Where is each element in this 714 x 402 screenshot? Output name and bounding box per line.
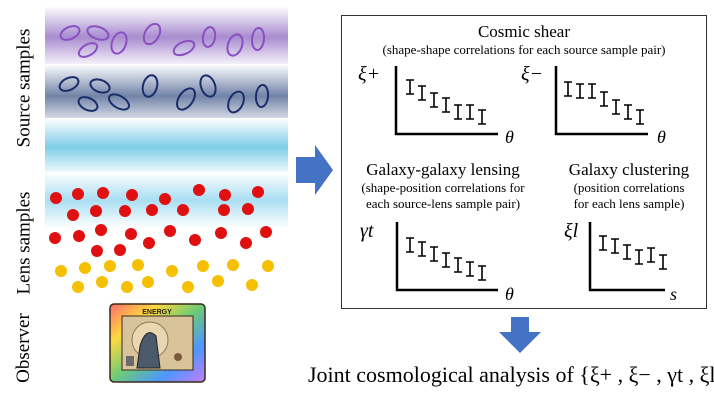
plot1-ylabel: ξ+ (358, 63, 380, 85)
plot2-ylabel: ξ− (521, 63, 543, 85)
plot4-errorbar (647, 247, 655, 263)
lens-galaxies-red (49, 184, 272, 257)
cosmic-shear-subtitle: (shape-shape correlations for each sourc… (382, 42, 666, 57)
clustering-subtitle-1: (position correlations (573, 180, 685, 195)
plot1-errorbar (442, 97, 450, 113)
plot4-errorbar (635, 249, 643, 265)
navy-band (45, 64, 288, 128)
plot4-errorbar (623, 244, 631, 260)
plot4-errorbar (659, 254, 667, 270)
source-galaxies-navy (58, 74, 270, 114)
observables-panel (341, 15, 707, 309)
plot1-errorbar (454, 104, 462, 120)
plot2-errorbar (564, 81, 572, 97)
plot3-ylabel: γt (360, 220, 374, 242)
plot4-xlabel: s (670, 284, 677, 304)
plot3-errorbar (478, 265, 486, 281)
plot1-errorbar (430, 92, 438, 108)
plot3-errorbar (418, 241, 426, 257)
plot2-errorbar (612, 99, 620, 115)
plot3-axes (395, 222, 498, 292)
lens-galaxies-yellow (55, 259, 274, 293)
joint-analysis-caption: Joint cosmological analysis of {ξ+ , ξ− … (308, 362, 714, 387)
ggl-subtitle-1: (shape-position correlations for (361, 180, 525, 195)
ggl-title: Galaxy-galaxy lensing (366, 160, 520, 179)
plot2-axes (554, 66, 648, 136)
plot2-errorbar (636, 109, 644, 125)
source-galaxies-purple (59, 22, 266, 58)
plot1-errorbar (406, 79, 414, 95)
error-bars (406, 79, 667, 281)
plot2-errorbar (624, 104, 632, 120)
plot3-errorbar (406, 237, 414, 253)
observer-badge: ENERGY (109, 303, 206, 383)
arrow-down (499, 317, 541, 353)
plot2-xlabel: θ (657, 127, 666, 147)
plot4-errorbar (599, 235, 607, 251)
plot4-axes (588, 222, 665, 292)
cyan-band (45, 118, 288, 176)
observer-badge-text: ENERGY (142, 309, 172, 316)
plot1-axes (394, 66, 498, 136)
plot2-errorbar (588, 83, 596, 99)
plot4-errorbar (611, 238, 619, 254)
clustering-title: Galaxy clustering (568, 160, 690, 179)
plot1-errorbar (418, 85, 426, 101)
plot1-errorbar (478, 109, 486, 125)
plot2-errorbar (576, 83, 584, 99)
clustering-subtitle-2: for each lens sample) (573, 196, 685, 211)
plot3-errorbar (466, 261, 474, 277)
cosmic-shear-title: Cosmic shear (477, 22, 571, 41)
plot3-errorbar (442, 252, 450, 268)
ggl-subtitle-2: each source-lens sample pair) (365, 196, 521, 211)
plot1-errorbar (466, 104, 474, 120)
plot2-errorbar (600, 91, 608, 107)
plot1-xlabel: θ (505, 127, 514, 147)
plot3-errorbar (430, 246, 438, 262)
plot4-ylabel: ξl (564, 220, 579, 242)
plot3-errorbar (454, 257, 462, 273)
plot3-xlabel: θ (505, 284, 514, 304)
arrow-right (296, 145, 333, 195)
